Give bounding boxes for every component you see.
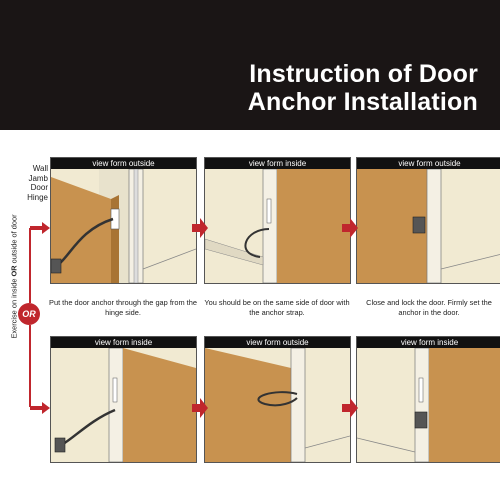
panel-header: view form outside xyxy=(51,158,196,169)
arrow-right-icon xyxy=(192,398,208,418)
arrow-right-icon xyxy=(192,218,208,238)
red-connector-bottom xyxy=(29,325,31,407)
label-hinge: Hinge xyxy=(27,192,48,202)
door-illustration xyxy=(51,348,196,462)
door-illustration xyxy=(205,348,350,462)
panel-header: view form inside xyxy=(205,158,350,169)
side-note: Exercise on inside OR outside of door xyxy=(10,177,19,377)
panel-header: view form outside xyxy=(357,158,500,169)
arrow-right-icon xyxy=(342,218,358,238)
panel-step1-bottom: view form inside xyxy=(50,336,197,463)
label-wall: Wall xyxy=(32,164,48,173)
caption-step3: Close and lock the door. Firmly set the … xyxy=(366,298,492,317)
title-banner: Instruction of Door Anchor Installation xyxy=(0,0,500,130)
label-jamb: Jamb xyxy=(28,173,48,183)
caption-step2: You should be on the same side of door w… xyxy=(204,298,350,317)
side-note-before: Exercise on inside xyxy=(9,276,19,339)
part-labels: Wall Jamb Door Hinge xyxy=(24,164,48,202)
door-illustration xyxy=(357,169,500,283)
side-note-after: outside of door xyxy=(9,214,19,266)
arrow-right-top-icon xyxy=(30,222,50,234)
panel-step3-bottom: view form inside xyxy=(356,336,500,463)
panel-header: view form inside xyxy=(357,337,500,348)
door-illustration xyxy=(51,169,196,283)
panel-header: view form inside xyxy=(51,337,196,348)
panel-header: view form outside xyxy=(205,337,350,348)
door-illustration xyxy=(357,348,500,462)
door-illustration xyxy=(205,169,350,283)
title-line-1: Instruction of Door xyxy=(249,60,478,88)
panel-step1-top: view form outside xyxy=(50,157,197,284)
arrow-right-icon xyxy=(342,398,358,418)
caption-step1: Put the door anchor through the gap from… xyxy=(49,298,197,317)
panel-step2-bottom: view form outside xyxy=(204,336,351,463)
arrow-right-bottom-icon xyxy=(30,402,50,414)
or-badge: OR xyxy=(18,303,40,325)
title-line-2: Anchor Installation xyxy=(247,88,478,116)
label-door: Door xyxy=(30,183,48,192)
red-connector-top xyxy=(29,228,31,303)
page-title: Instruction of Door Anchor Installation xyxy=(248,60,478,116)
side-note-or: OR xyxy=(9,265,19,277)
panel-step2-top: view form inside xyxy=(204,157,351,284)
panel-step3-top: view form outside xyxy=(356,157,500,284)
